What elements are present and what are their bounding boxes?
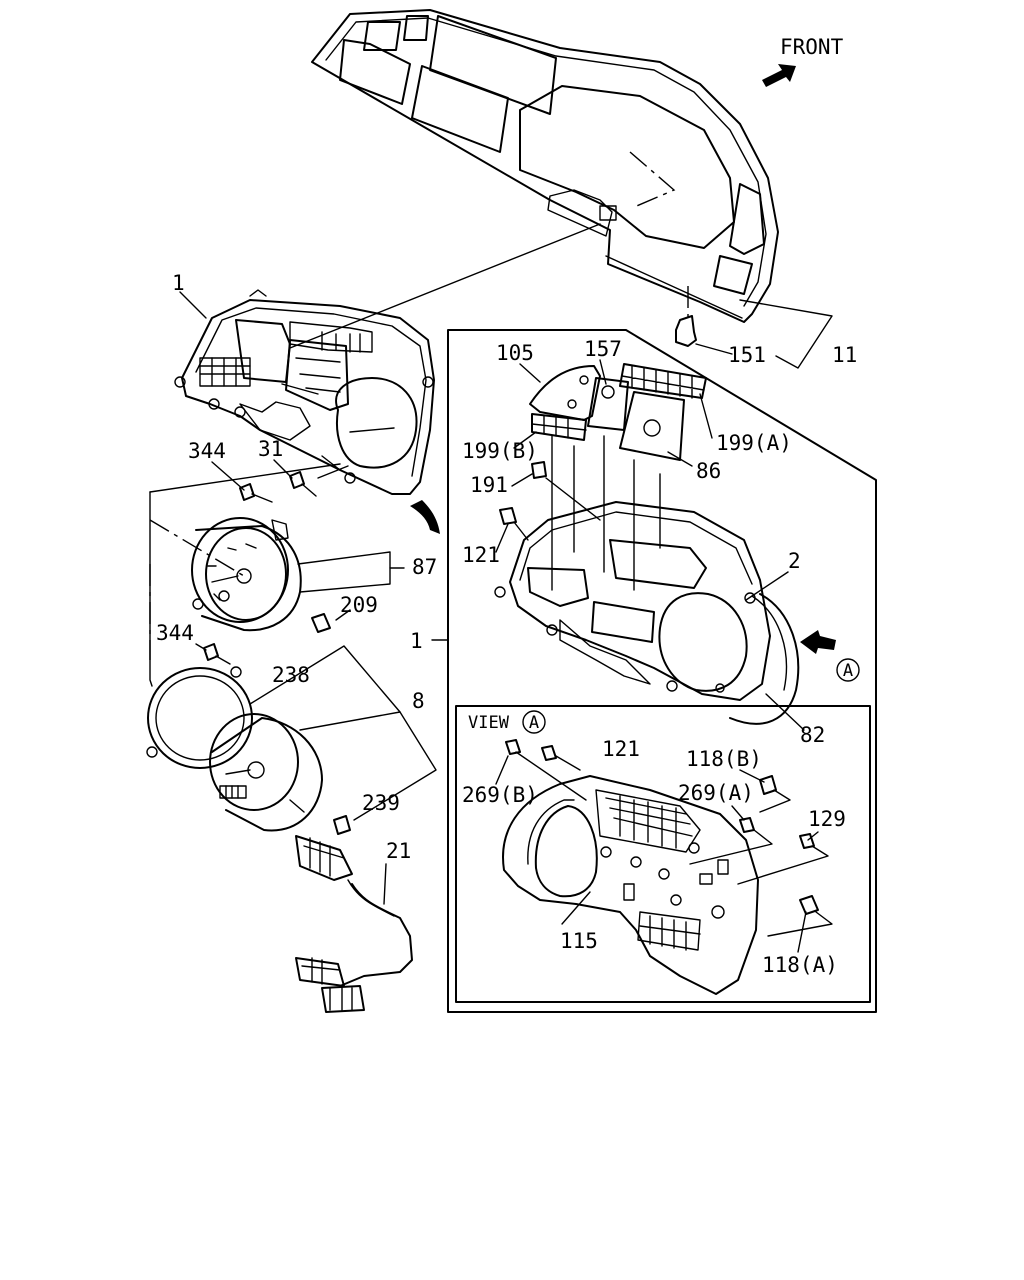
view-label-marker-letter: A <box>529 713 539 733</box>
callout-269a: 269(A) <box>678 781 754 805</box>
callout-1-box: 1 <box>410 629 423 653</box>
transition-arrow-icon <box>410 500 440 534</box>
front-label: FRONT <box>780 35 844 59</box>
callout-199b: 199(B) <box>462 439 538 463</box>
view-a-indicator: A <box>800 630 860 682</box>
callout-129: 129 <box>808 807 846 831</box>
screws-191-121 <box>499 461 601 541</box>
callout-82: 82 <box>800 723 825 747</box>
view-label: VIEW <box>468 713 510 733</box>
view-a-inset: VIEW A <box>455 705 871 1003</box>
callout-8: 8 <box>412 689 425 713</box>
callout-labels: 1 344 31 87 209 344 238 8 239 21 1 151 1… <box>156 271 857 977</box>
cluster-housing-2 <box>494 501 805 731</box>
callout-191: 191 <box>470 473 508 497</box>
view-a-arrow-icon <box>800 630 836 654</box>
screws-344-31 <box>149 455 349 503</box>
callout-238: 238 <box>272 663 310 687</box>
callout-31: 31 <box>258 437 283 461</box>
callout-11: 11 <box>832 343 857 367</box>
gauge-87 <box>149 517 405 633</box>
callout-1-top: 1 <box>172 271 185 295</box>
callout-344-top: 344 <box>188 439 226 463</box>
callout-21: 21 <box>386 839 411 863</box>
callout-86: 86 <box>696 459 721 483</box>
callout-105: 105 <box>496 341 534 365</box>
callout-121-top: 121 <box>462 543 500 567</box>
callout-239: 239 <box>362 791 400 815</box>
callout-269b: 269(B) <box>462 783 538 807</box>
harness-21 <box>295 835 413 1013</box>
callout-199a: 199(A) <box>716 431 792 455</box>
front-arrow-icon <box>762 64 796 87</box>
instrument-cluster-assembly <box>174 223 601 495</box>
screw-344-mid <box>203 643 231 665</box>
exploded-view-frame <box>431 329 877 1013</box>
callout-118a: 118(A) <box>762 953 838 977</box>
view-a-marker-letter: A <box>843 661 853 681</box>
callout-115: 115 <box>560 929 598 953</box>
view-label-marker-circle <box>522 710 546 734</box>
callout-2: 2 <box>788 549 801 573</box>
callout-157: 157 <box>584 337 622 361</box>
callout-118b: 118(B) <box>686 747 762 771</box>
lens-238 <box>146 645 401 769</box>
callout-151: 151 <box>728 343 766 367</box>
dashboard-panel <box>311 9 779 323</box>
callout-87: 87 <box>412 555 437 579</box>
callout-121-view: 121 <box>602 737 640 761</box>
faceplates <box>529 363 707 591</box>
gauge-8 <box>149 491 437 835</box>
callout-344-mid: 344 <box>156 621 194 645</box>
view-a-marker-circle <box>836 658 860 682</box>
front-direction-indicator: FRONT <box>762 35 844 87</box>
clip-151 <box>675 286 833 369</box>
callout-209: 209 <box>340 593 378 617</box>
